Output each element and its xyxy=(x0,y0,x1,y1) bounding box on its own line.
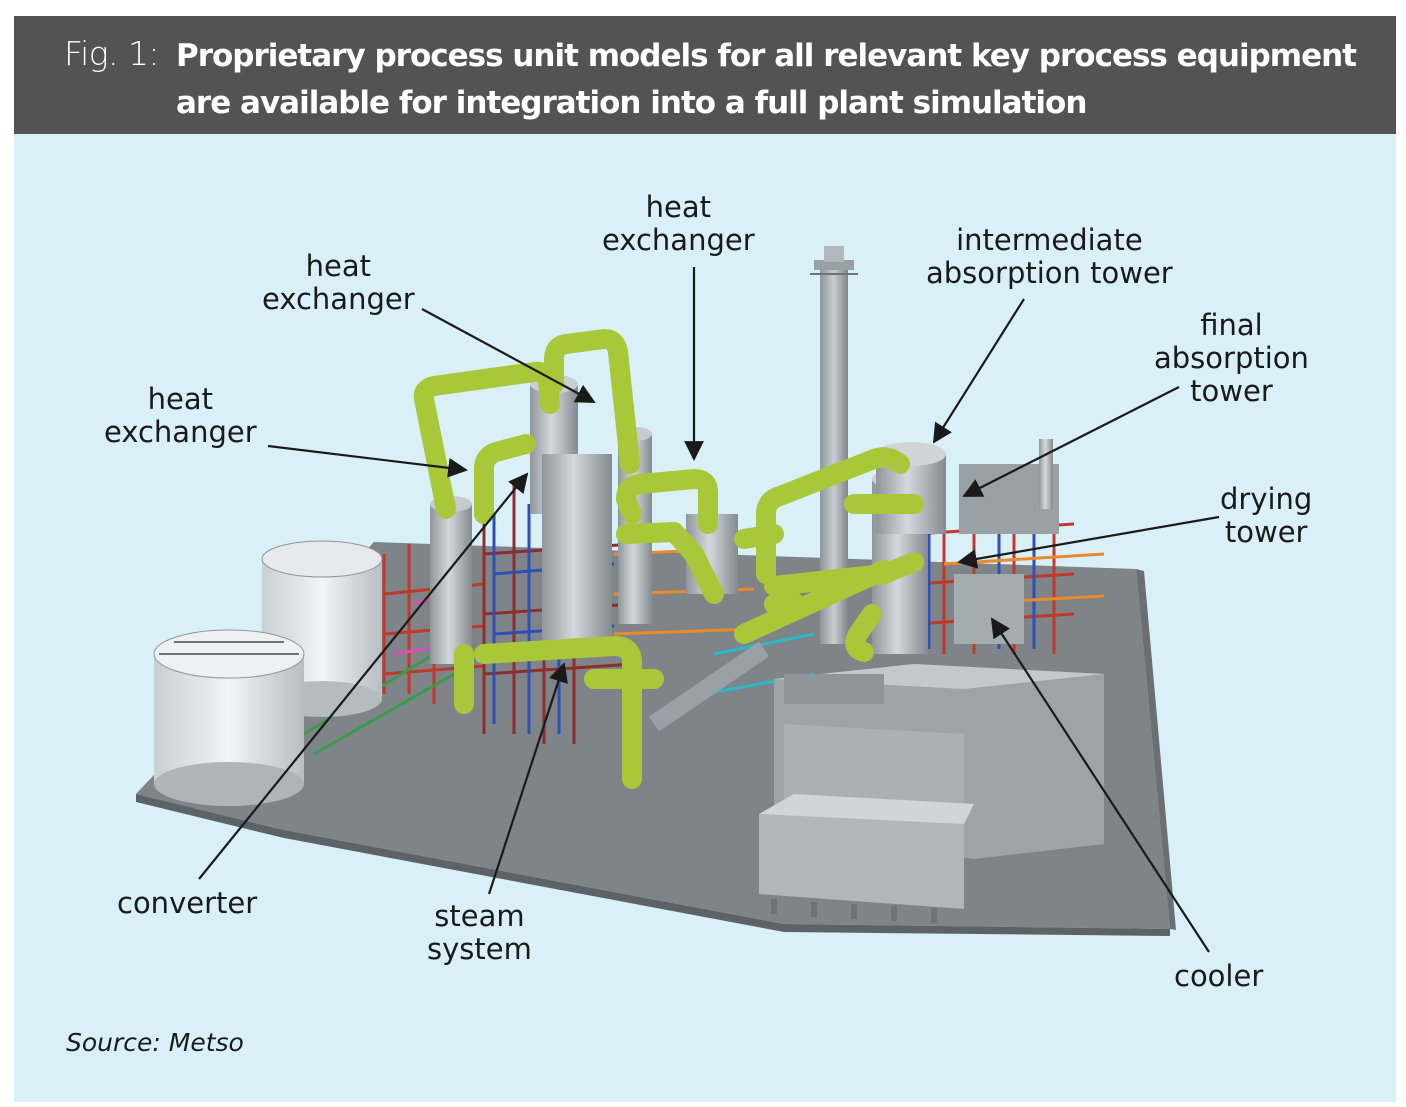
label-heat-exchanger-mid: heat exchanger xyxy=(262,249,415,316)
source-credit: Source: Metso xyxy=(66,1028,244,1057)
figure-header: Fig. 1: Proprietary process unit models … xyxy=(14,16,1396,134)
label-heat-exchanger-top: heat exchanger xyxy=(602,190,755,257)
label-converter: converter xyxy=(117,886,258,920)
label-heat-exchanger-left: heat exchanger xyxy=(104,382,257,449)
plant-illustration xyxy=(136,246,1220,953)
buildings xyxy=(759,664,1104,923)
figure-title: Proprietary process unit models for all … xyxy=(176,38,1357,121)
label-steam-system: steam system xyxy=(427,899,532,966)
label-drying-tower: drying tower xyxy=(1220,482,1313,549)
label-cooler: cooler xyxy=(1174,959,1264,993)
figure-number: Fig. 1: xyxy=(64,34,160,73)
callout-arrows xyxy=(198,267,1220,953)
storage-tanks xyxy=(153,540,383,806)
grey-duct xyxy=(648,641,770,732)
figure-panel: Fig. 1: Proprietary process unit models … xyxy=(14,16,1396,1102)
label-final-absorption-tower: final absorption tower xyxy=(1154,308,1309,408)
label-intermediate-absorption-tower: intermediate absorption tower xyxy=(926,223,1173,290)
